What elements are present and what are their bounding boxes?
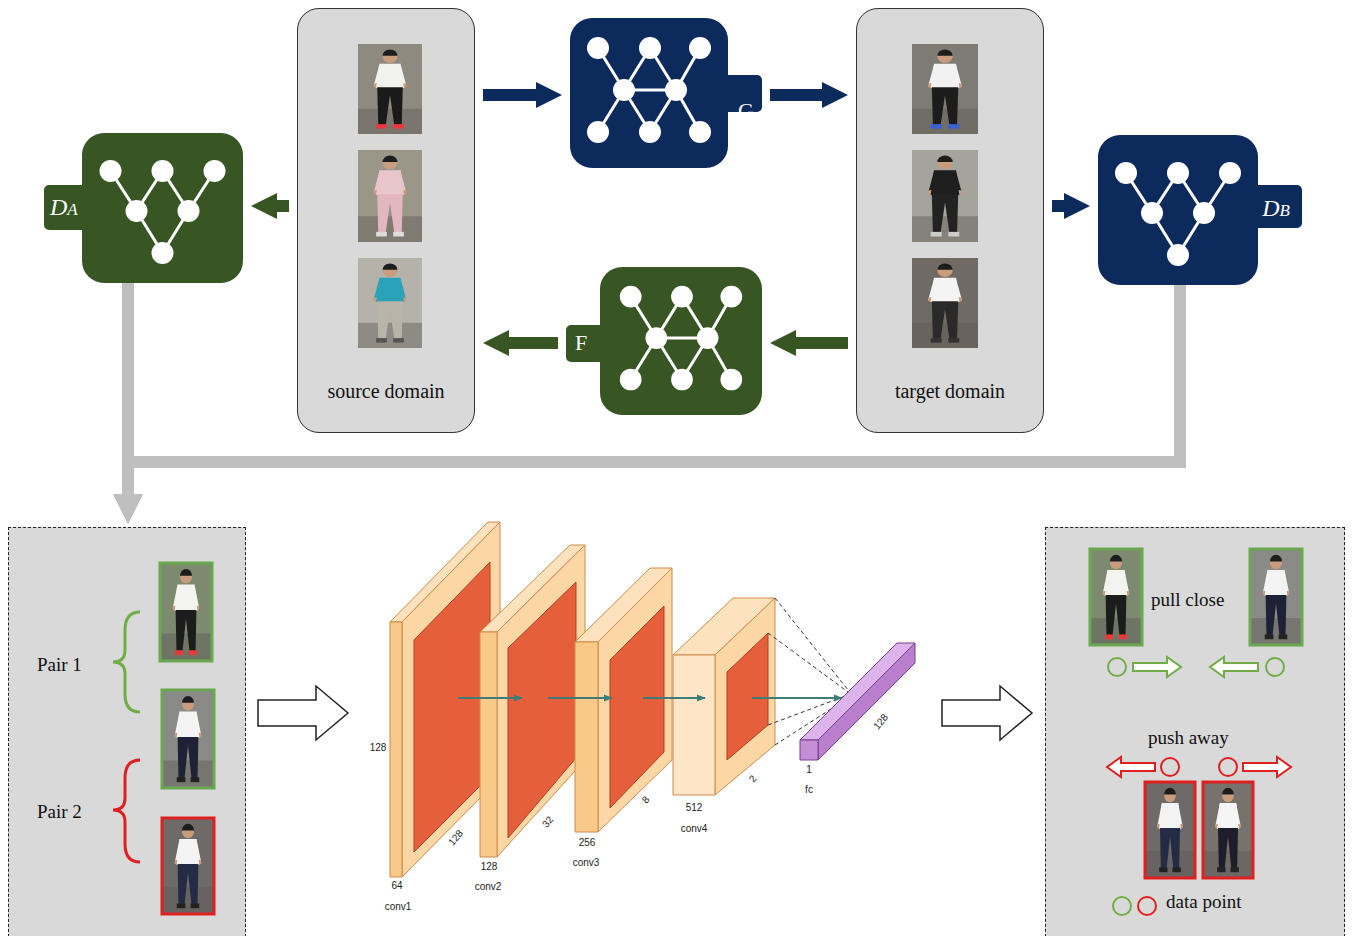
dimension-label: 128 <box>446 828 466 848</box>
cnn-layer <box>480 545 585 857</box>
person-photo <box>160 44 1302 914</box>
translation-arrow <box>770 89 822 101</box>
discriminator-input-arrow <box>277 200 289 212</box>
cnn-layer <box>673 598 775 795</box>
annotation: pull close <box>1151 589 1224 611</box>
discriminator-input-arrow <box>1052 200 1064 212</box>
network-name: DA <box>50 194 78 223</box>
discriminator-network: DB <box>1098 135 1302 285</box>
network-name: G <box>738 98 754 124</box>
dimension-label: 32 <box>540 814 556 830</box>
pair-panel: Pair 1 Pair 2 <box>8 527 246 936</box>
layer-name: conv3 <box>573 857 600 869</box>
pair-label: Pair 2 <box>37 801 82 823</box>
annotation: data point <box>1166 891 1241 913</box>
translation-arrow <box>509 337 558 349</box>
dimension-label: 2 <box>747 773 760 785</box>
annotation: push away <box>1148 727 1229 749</box>
metric-arrow <box>1107 657 1291 777</box>
panel-fill <box>8 8 1345 936</box>
generator-network: F <box>566 267 762 415</box>
layer-name: conv4 <box>681 823 708 835</box>
dimension-label: 512 <box>686 802 703 814</box>
data-flow-arrow <box>458 697 842 699</box>
photo-frame <box>160 549 1302 914</box>
metric-panel: pull close push away data point <box>1045 527 1345 936</box>
output-line <box>128 285 1180 494</box>
pair-label: Pair 1 <box>37 654 82 676</box>
data-point <box>1108 658 1284 915</box>
curly-brace <box>113 612 140 862</box>
discriminator-network: DA <box>44 133 243 283</box>
domain-panel: target domain <box>856 8 1044 433</box>
discriminator-box <box>44 133 243 283</box>
cnn-layer <box>575 568 672 832</box>
dimension-label: 64 <box>391 880 402 892</box>
cnn-layer <box>390 522 500 877</box>
discriminator-box <box>1098 135 1302 285</box>
dimension-label: 8 <box>640 794 653 806</box>
panel-title: source domain <box>327 380 444 402</box>
dimension-label: 128 <box>871 712 891 732</box>
layer-name: fc <box>805 784 813 796</box>
translation-arrow <box>796 337 848 349</box>
dimension-label: 128 <box>370 742 387 754</box>
generator-box <box>570 18 762 168</box>
generator-box <box>566 267 762 415</box>
generator-network: G <box>570 18 762 168</box>
network-name: F <box>575 330 587 356</box>
panel-title: target domain <box>895 380 1005 402</box>
layer-name: conv2 <box>475 881 502 893</box>
fc-layer <box>800 643 915 760</box>
dimension-label: 256 <box>579 837 596 849</box>
network-name: DB <box>1262 195 1290 224</box>
layer-name: conv1 <box>385 901 412 913</box>
dimension-label: 1 <box>806 764 812 776</box>
translation-arrow <box>483 89 536 101</box>
dimension-label: 128 <box>481 861 498 873</box>
domain-panel: source domain <box>297 8 475 433</box>
